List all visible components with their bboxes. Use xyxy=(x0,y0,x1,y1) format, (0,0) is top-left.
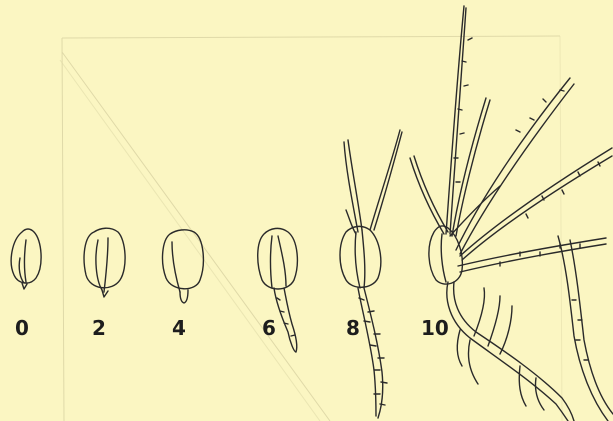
seed-stage-2 xyxy=(84,228,125,297)
background-grid xyxy=(60,36,562,421)
stage-label-0: 0 xyxy=(15,318,29,338)
seed-stage-10 xyxy=(410,6,613,421)
stage-label-4: 4 xyxy=(172,318,186,338)
stage-label-8: 8 xyxy=(346,318,360,338)
stage-label-6: 6 xyxy=(262,318,276,338)
stage-label-2: 2 xyxy=(92,318,106,338)
seed-stage-4 xyxy=(163,230,204,303)
stage-label-10: 10 xyxy=(421,318,449,338)
seed-stage-0 xyxy=(11,229,41,289)
seed-stage-8 xyxy=(340,130,402,418)
